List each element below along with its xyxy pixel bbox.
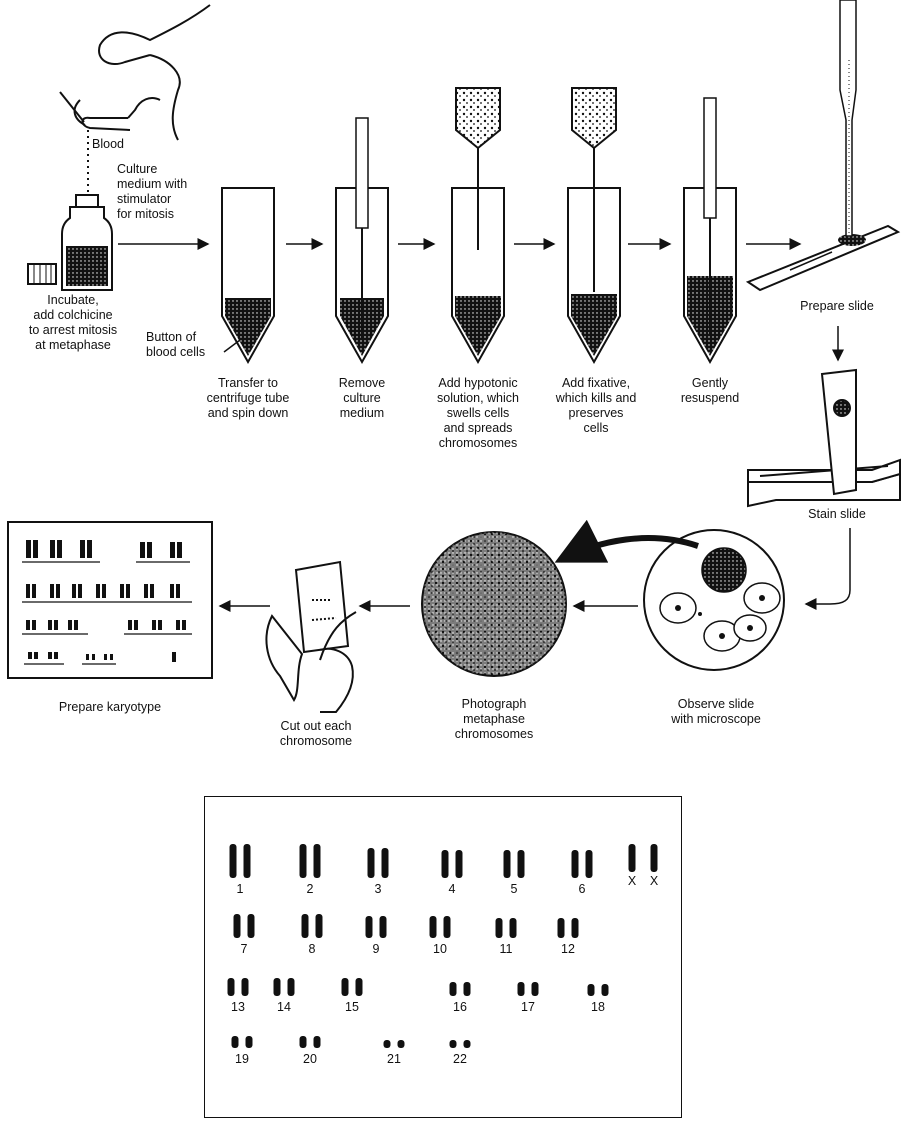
chromosome-number-3: 3 — [363, 882, 393, 896]
label-fixative: Add fixative, which kills and preserves … — [540, 376, 652, 436]
prepare-slide-illustration — [748, 0, 898, 290]
chromosome-number-17: 17 — [513, 1000, 543, 1014]
label-transfer: Transfer to centrifuge tube and spin dow… — [186, 376, 310, 421]
label-remove: Remove culture medium — [316, 376, 408, 421]
label-stain-slide: Stain slide — [780, 507, 894, 522]
label-cut-out: Cut out each chromosome — [256, 719, 376, 749]
chromosome-number-21: 21 — [379, 1052, 409, 1066]
label-hypotonic: Add hypotonic solution, which swells cel… — [418, 376, 538, 451]
label-incubate: Incubate, add colchicine to arrest mitos… — [2, 293, 144, 353]
chromosome-number-19: 19 — [227, 1052, 257, 1066]
chromosome-number-13: 13 — [223, 1000, 253, 1014]
microscope-view — [644, 530, 784, 670]
label-culture-medium: Culture medium with stimulator for mitos… — [117, 162, 187, 222]
arrow-stain-to-microscope — [806, 528, 850, 604]
chromosome-number-9: 9 — [361, 942, 391, 956]
chromosome-number-7: 7 — [229, 942, 259, 956]
chromosome-number-11: 11 — [491, 942, 521, 956]
label-prepare-karyotype: Prepare karyotype — [20, 700, 200, 715]
label-button-of-blood-cells: Button of blood cells — [146, 330, 205, 360]
karyotype-box — [204, 796, 682, 1118]
bottle-cap-icon — [28, 264, 56, 284]
sex-chromosome-label-2: X — [639, 874, 669, 888]
chromosome-number-10: 10 — [425, 942, 455, 956]
chromosome-number-5: 5 — [499, 882, 529, 896]
label-resuspend: Gently resuspend — [664, 376, 756, 406]
hands-cutting-illustration — [266, 562, 356, 712]
chromosome-number-16: 16 — [445, 1000, 475, 1014]
chromosome-number-8: 8 — [297, 942, 327, 956]
chromosome-number-1: 1 — [225, 882, 255, 896]
label-prepare-slide: Prepare slide — [780, 299, 894, 314]
centrifuge-tube-1 — [222, 188, 274, 362]
centrifuge-tube-3 — [452, 88, 504, 362]
centrifuge-tube-2 — [336, 118, 388, 362]
metaphase-photograph — [422, 532, 566, 676]
chromosome-number-6: 6 — [567, 882, 597, 896]
label-blood: Blood — [92, 137, 124, 152]
centrifuge-tube-5 — [684, 98, 736, 362]
chromosome-number-4: 4 — [437, 882, 467, 896]
chromosome-number-14: 14 — [269, 1000, 299, 1014]
culture-bottle-icon — [62, 195, 112, 290]
chromosome-number-20: 20 — [295, 1052, 325, 1066]
chromosome-number-15: 15 — [337, 1000, 367, 1014]
chromosome-number-12: 12 — [553, 942, 583, 956]
hand-illustration — [60, 5, 210, 140]
label-observe: Observe slide with microscope — [646, 697, 786, 727]
chromosome-number-2: 2 — [295, 882, 325, 896]
chromosome-number-22: 22 — [445, 1052, 475, 1066]
karyotype-card — [8, 522, 212, 678]
label-photograph: Photograph metaphase chromosomes — [432, 697, 556, 742]
centrifuge-tube-4 — [568, 88, 620, 362]
chromosome-number-18: 18 — [583, 1000, 613, 1014]
stain-slide-illustration — [748, 370, 900, 506]
